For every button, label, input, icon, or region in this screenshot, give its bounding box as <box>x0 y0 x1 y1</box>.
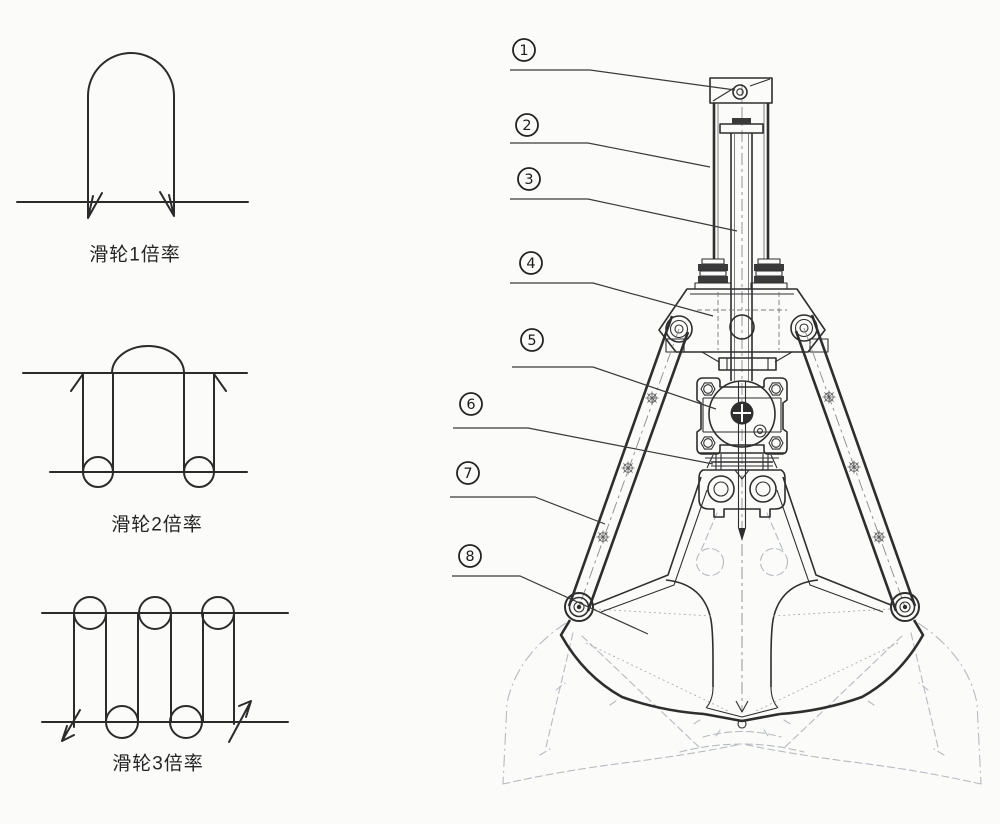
frame-center-hole <box>729 314 755 340</box>
cylinder-assembly <box>709 77 773 541</box>
rope-arrow-up-right <box>213 373 227 392</box>
callout-8-number: 8 <box>465 549 474 565</box>
rope-arrow-down-left <box>87 192 103 219</box>
corner-bolt <box>700 382 716 396</box>
callout-5-number: 5 <box>527 333 536 349</box>
callout-leaders <box>450 69 738 635</box>
callout-5: 5 <box>520 328 544 352</box>
shell-pivot-right <box>890 592 920 622</box>
caption-pulley-3x: 滑轮3倍率 <box>112 753 204 775</box>
right-arm <box>794 314 917 612</box>
arm-top-pin-left <box>665 315 693 343</box>
upper-support-frame <box>658 288 829 371</box>
tip-pin <box>737 719 747 729</box>
corner-bolt <box>700 436 716 450</box>
callout-2: 2 <box>515 113 539 137</box>
callout-7-number: 7 <box>463 466 472 482</box>
cylinder-head-cap <box>709 77 773 104</box>
link-pin <box>707 475 735 503</box>
corner-bolt <box>768 436 784 450</box>
caption-pulley-2x: 滑轮2倍率 <box>111 514 203 536</box>
grab-assembly-drawing: 1 2 3 4 5 6 7 8 <box>450 38 982 785</box>
rope-arrow-down-left <box>61 709 81 742</box>
callout-6-number: 6 <box>466 397 475 413</box>
pulley-diagram-2x <box>22 345 248 488</box>
callout-3-number: 3 <box>524 172 533 188</box>
callout-3: 3 <box>517 167 541 191</box>
corner-bolt <box>768 382 784 396</box>
rope-arrow-up-right <box>228 700 252 743</box>
callout-4-number: 4 <box>526 256 535 272</box>
callout-1: 1 <box>512 38 536 62</box>
caption-pulley-1x: 滑轮1倍率 <box>89 244 181 266</box>
cylinder-barrel <box>712 103 770 259</box>
sheave-block <box>696 377 788 459</box>
rod-head <box>719 123 764 134</box>
callout-4: 4 <box>519 251 543 275</box>
rope-arrow-up-left <box>70 373 84 392</box>
sheave-wheel <box>708 380 776 448</box>
callout-2-number: 2 <box>522 118 531 134</box>
callout-7: 7 <box>456 461 480 485</box>
rope-arrow-down-right <box>159 191 175 217</box>
shackle-link <box>698 454 786 518</box>
piston-rod <box>730 133 753 541</box>
pulley-diagram-1x <box>16 52 249 219</box>
suspension-pin-hole <box>732 84 748 100</box>
open-position-ghost <box>502 512 982 785</box>
callout-1-number: 1 <box>519 43 528 59</box>
gland-caps <box>694 258 788 290</box>
callout-8: 8 <box>458 544 482 568</box>
callout-6: 6 <box>459 392 483 416</box>
link-pin <box>749 475 777 503</box>
pulley-diagram-3x <box>41 596 289 743</box>
left-arm <box>567 315 690 612</box>
